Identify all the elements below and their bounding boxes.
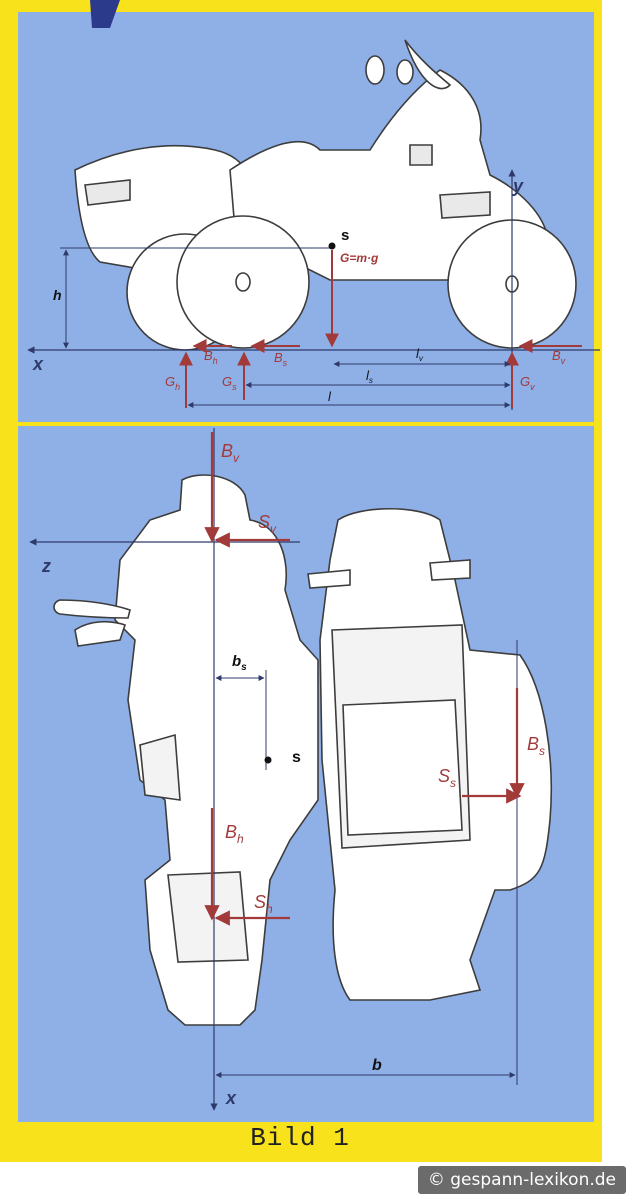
label-Bv-top: Bv — [221, 441, 240, 465]
label-z: z — [41, 556, 51, 576]
label-ls: ls — [366, 368, 373, 385]
label-s-top: s — [292, 749, 301, 766]
top-view-motorcycle — [53, 474, 319, 1026]
cg-point-top — [264, 756, 272, 764]
figure-caption: Bild 1 — [250, 1123, 350, 1153]
label-Gh: Gh — [165, 374, 180, 392]
label-Sh: Sh — [254, 892, 273, 916]
label-Bs-side: Bs — [274, 350, 288, 368]
label-Gs: Gs — [222, 374, 237, 392]
label-Bv-side: Bv — [552, 348, 566, 366]
label-G: G=m·g — [340, 251, 379, 265]
label-y: y — [512, 176, 524, 196]
label-b: b — [372, 1057, 382, 1074]
cg-point-side — [328, 242, 336, 250]
label-Bs-top: Bs — [527, 734, 545, 758]
label-Bh-side: Bh — [204, 348, 218, 366]
label-Bh-top: Bh — [225, 822, 244, 846]
label-bs: bs — [232, 653, 247, 673]
label-Gv: Gv — [520, 374, 535, 392]
label-h: h — [53, 287, 62, 303]
label-x-top: x — [225, 1088, 237, 1108]
top-view-sidecar — [307, 508, 553, 1001]
side-view-motorcycle — [229, 39, 549, 281]
label-Sv: Sv — [258, 512, 277, 536]
label-x-side: x — [32, 354, 44, 374]
label-lv: lv — [416, 346, 424, 363]
label-l: l — [328, 389, 332, 404]
label-Ss: Ss — [438, 766, 456, 790]
title-fragment — [90, 0, 120, 28]
label-s-side: s — [341, 227, 349, 244]
copyright-badge: © gespann-lexikon.de — [417, 1166, 626, 1194]
